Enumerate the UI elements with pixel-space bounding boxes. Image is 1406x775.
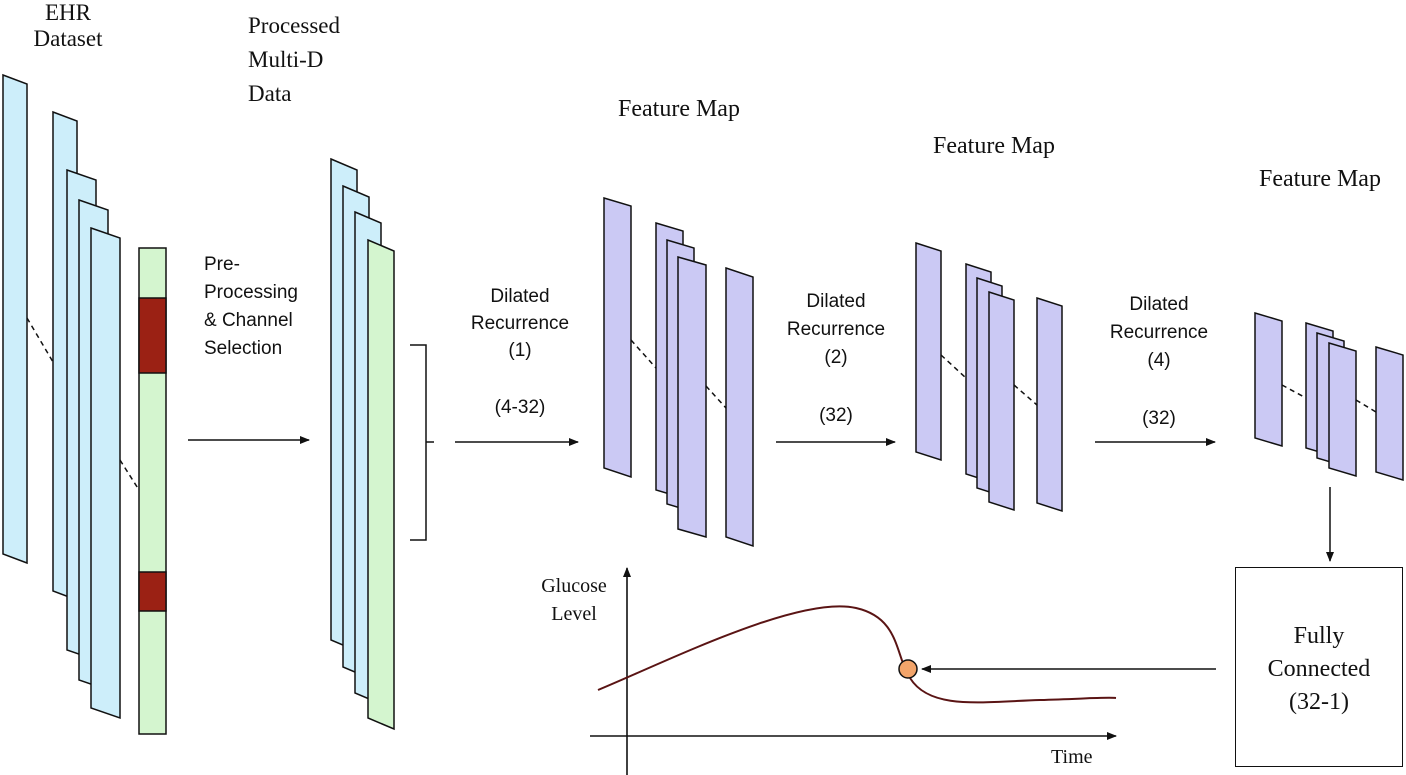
ehr-dataset-label: EHR Dataset	[20, 0, 116, 52]
dilated-recurrence-1-label: Dilated Recurrence (1)	[460, 283, 580, 364]
processed-label-line2: Multi-D	[248, 47, 324, 72]
ehr-ellipsis-dash	[26, 317, 54, 363]
processed-label-line3: Data	[248, 81, 292, 106]
dilated-1-line2: Recurrence	[470, 313, 570, 334]
dilated-3-channels: (32)	[1142, 408, 1176, 429]
glucose-curve	[597, 605, 1117, 704]
ehr-red-segment	[138, 571, 167, 612]
ehr-red-segment	[138, 297, 167, 374]
ehr-channel	[2, 73, 28, 565]
fc-line2: Connected	[1267, 656, 1371, 682]
dilated-1-channels: (4-32)	[494, 397, 546, 418]
glucose-plot	[590, 567, 1216, 775]
feature-map-3-stack	[1254, 311, 1404, 482]
dilated-3-line2: Recurrence	[1109, 322, 1209, 343]
preproc-line3: & Channel	[204, 310, 293, 331]
feature-map-layer	[915, 241, 942, 462]
dilated-2-line3: (2)	[824, 347, 848, 368]
feature-map-ellipsis	[940, 354, 967, 379]
feature-map-2-label: Feature Map	[933, 133, 1055, 159]
dilated-1-line1: Dilated	[490, 286, 550, 307]
feature-map-layer	[1036, 296, 1063, 513]
channel-bracket	[410, 344, 434, 541]
glucose-level-label: Glucose Level	[528, 572, 620, 628]
preprocessing-label: Pre- Processing & Channel Selection	[204, 251, 298, 363]
feature-map-ellipsis	[1013, 384, 1038, 406]
feature-map-ellipsis	[1355, 399, 1377, 413]
dilated-2-channels: (32)	[819, 405, 853, 426]
dilated-2-line1: Dilated	[806, 291, 866, 312]
preproc-line1: Pre-	[204, 254, 240, 275]
feature-map-2-stack	[915, 241, 1063, 513]
ehr-label-line2: Dataset	[33, 26, 103, 51]
fc-line1: Fully	[1293, 623, 1345, 649]
dilated-3-line3: (4)	[1147, 350, 1171, 371]
feature-map-layer	[677, 256, 707, 538]
processed-channel	[367, 238, 395, 731]
feature-map-layer	[725, 266, 754, 548]
prediction-point	[898, 659, 918, 679]
feature-map-1-stack	[603, 196, 754, 548]
feature-map-3-label: Feature Map	[1259, 166, 1381, 192]
feature-map-layer	[603, 196, 632, 479]
ehr-label-line1: EHR	[45, 0, 91, 25]
processed-label-line1: Processed	[248, 13, 340, 38]
processed-data-stack	[330, 157, 395, 731]
processed-data-label: Processed Multi-D Data	[248, 9, 340, 111]
dilated-1-line3: (1)	[508, 340, 532, 361]
dilated-3-line1: Dilated	[1129, 294, 1189, 315]
dilated-recurrence-2-label: Dilated Recurrence (2)	[776, 288, 896, 372]
feature-map-ellipsis	[705, 385, 727, 409]
ehr-ellipsis-dash	[119, 459, 140, 491]
glucose-line1: Glucose	[541, 575, 607, 597]
feature-map-layer	[988, 290, 1015, 512]
feature-map-layer	[1328, 341, 1357, 478]
fully-connected-box: Fully Connected (32-1)	[1235, 567, 1403, 767]
feature-map-layer	[1375, 345, 1404, 482]
fc-line3: (32-1)	[1289, 689, 1349, 715]
glucose-line2: Level	[551, 603, 597, 625]
feature-map-1-label: Feature Map	[618, 96, 740, 122]
feature-map-ellipsis	[630, 339, 657, 369]
preproc-line2: Processing	[204, 282, 298, 303]
preproc-line4: Selection	[204, 338, 283, 359]
ehr-dataset-stack	[2, 73, 167, 735]
fully-connected-label: Fully Connected (32-1)	[1236, 620, 1402, 719]
dilated-2-line2: Recurrence	[786, 319, 886, 340]
ehr-channel	[90, 226, 121, 720]
time-axis-label: Time	[1051, 746, 1093, 768]
feature-map-ellipsis	[1281, 384, 1307, 399]
dilated-recurrence-3-label: Dilated Recurrence (4)	[1099, 291, 1219, 375]
feature-map-layer	[1254, 311, 1283, 448]
